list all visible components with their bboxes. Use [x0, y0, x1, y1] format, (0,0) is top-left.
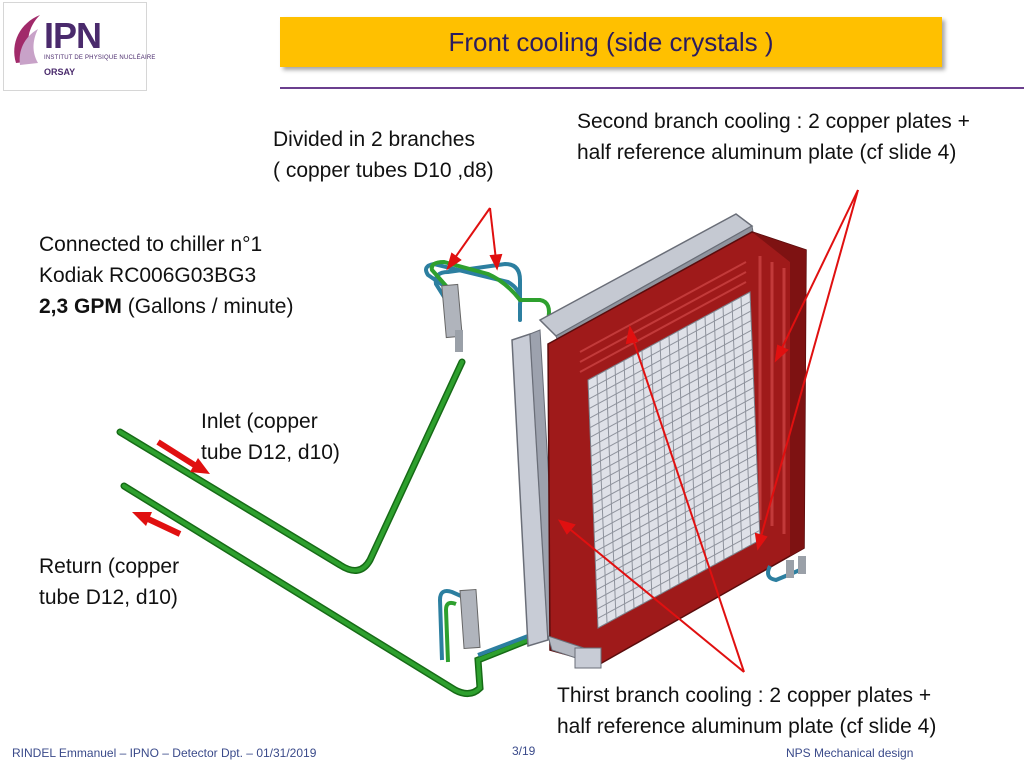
footer-author: RINDEL Emmanuel – IPNO – Detector Dpt. –… — [12, 746, 317, 760]
note-second-branch-line1: Second branch cooling : 2 copper plates … — [577, 110, 970, 133]
note-inlet-line1: Inlet (copper — [201, 410, 318, 433]
crystal-grid-row-line — [591, 377, 754, 467]
crystal-grid-row-line — [594, 453, 757, 543]
bottom-right-connectors — [766, 556, 806, 583]
crystal-grid-row-line — [591, 396, 755, 486]
crystal-grid-row-line — [595, 482, 758, 572]
note-inlet: Inlet (copper tube D12, d10) — [201, 406, 340, 468]
title-banner: Front cooling (side crystals ) — [280, 17, 942, 67]
crystal-grid-row-line — [596, 510, 760, 600]
bottom-manifold — [459, 588, 481, 650]
annotation-arrows — [446, 189, 859, 673]
bottom-branch-tubes — [437, 589, 529, 663]
crystal-grid-row-line — [593, 434, 757, 524]
flow-rate-unit: (Gallons / minute) — [121, 295, 294, 318]
note-third-branch-line2: half reference aluminum plate (cf slide … — [557, 715, 937, 738]
note-return: Return (copper tube D12, d10) — [39, 551, 179, 613]
crystal-grid-row-line — [588, 310, 752, 400]
crystal-grid-row-line — [591, 386, 755, 476]
crystal-grid-row-line — [595, 491, 759, 581]
footer-project: NPS Mechanical design — [786, 746, 914, 760]
note-second-branch: Second branch cooling : 2 copper plates … — [577, 106, 970, 168]
logo-swirl-icon — [14, 15, 41, 65]
title-divider — [280, 87, 1024, 89]
crystal-grid-row-line — [590, 367, 754, 457]
footer-page-number: 3/19 — [512, 744, 536, 758]
top-manifold — [441, 283, 463, 352]
crystal-grid-row-line — [596, 520, 760, 610]
logo-wordmark: IPN — [44, 15, 102, 56]
inlet-return-tubes — [116, 358, 532, 697]
crystal-grid-row-line — [588, 301, 751, 390]
flow-arrows — [132, 439, 210, 537]
note-third-branch-line1: Thirst branch cooling : 2 copper plates … — [557, 684, 932, 707]
crystal-grid-row-line — [597, 530, 760, 619]
logo-city: ORSAY — [44, 67, 76, 77]
note-chiller-line1: Connected to chiller n°1 — [39, 233, 263, 256]
crystal-grid-row-line — [593, 444, 757, 534]
note-chiller-line3: 2,3 GPM (Gallons / minute) — [39, 291, 293, 322]
note-third-branch: Thirst branch cooling : 2 copper plates … — [557, 680, 936, 742]
crystal-grid-row-line — [595, 472, 758, 562]
note-branches-line2: ( copper tubes D10 ,d8) — [273, 159, 494, 182]
crystal-grid-row-line — [592, 406, 755, 495]
note-second-branch-line2: half reference aluminum plate (cf slide … — [577, 141, 957, 164]
note-inlet-line2: tube D12, d10) — [201, 441, 340, 464]
slide-title: Front cooling (side crystals ) — [448, 26, 774, 57]
crystal-grid-row-line — [596, 501, 759, 591]
crystal-grid-row-line — [588, 320, 752, 410]
note-branches: Divided in 2 branches ( copper tubes D10… — [273, 124, 494, 186]
note-branches-line1: Divided in 2 branches — [273, 128, 475, 151]
crystal-grid-row-line — [590, 358, 753, 448]
note-return-line2: tube D12, d10) — [39, 586, 178, 609]
ipn-logo: IPN INSTITUT DE PHYSIQUE NUCLÉAIRE ORSAY — [3, 2, 155, 91]
note-chiller-line2: Kodiak RC006G03BG3 — [39, 264, 257, 287]
note-chiller: Connected to chiller n°1 Kodiak RC006G03… — [39, 229, 293, 322]
logo-subtitle: INSTITUT DE PHYSIQUE NUCLÉAIRE — [44, 55, 156, 61]
note-return-line1: Return (copper — [39, 555, 180, 578]
crystal-grid-row-line — [590, 348, 753, 438]
crystal-grid-row-line — [593, 425, 756, 514]
crystal-grid-row-line — [589, 339, 753, 429]
flow-rate-value: 2,3 GPM — [39, 295, 122, 318]
crystal-grid-row-line — [589, 329, 752, 419]
crystal-grid-row-line — [594, 463, 758, 553]
bottom-aluminum-rail — [547, 635, 602, 669]
